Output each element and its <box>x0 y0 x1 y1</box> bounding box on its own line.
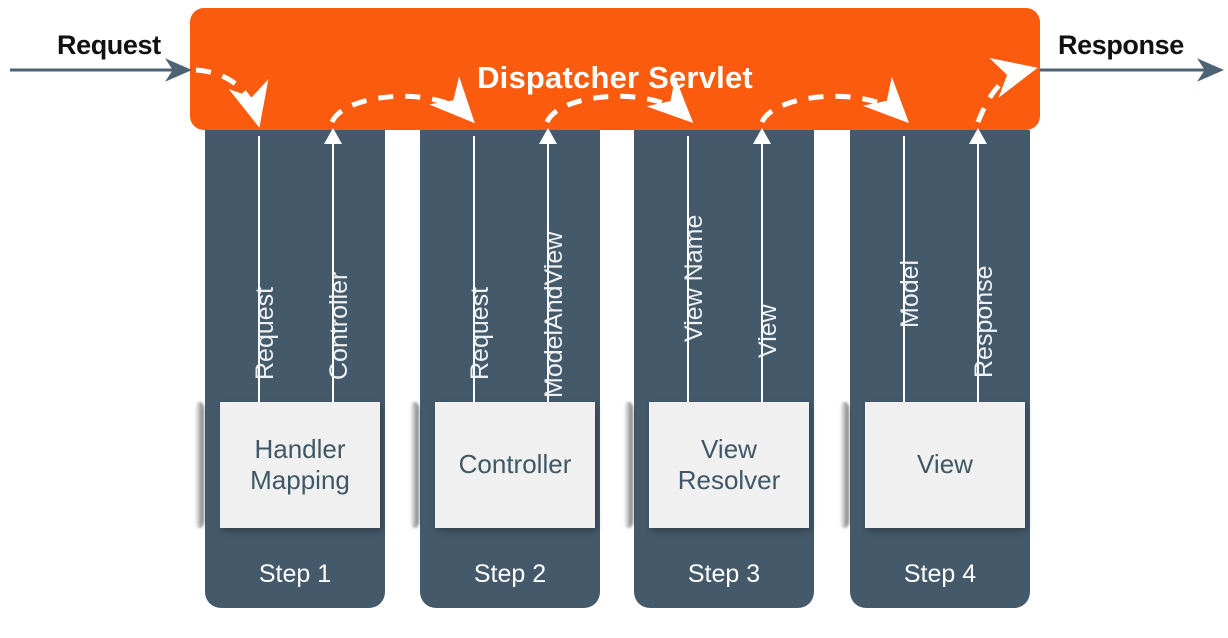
step-column-4: Model Response View Step 4 <box>840 128 1030 608</box>
component-box-line-1: Controller <box>458 449 572 480</box>
step-column-2: Request ModelAndView Controller Step 2 <box>410 128 600 608</box>
component-box-view: View <box>865 402 1025 528</box>
component-box-controller: Controller <box>435 402 595 528</box>
arrow-up-icon <box>539 128 557 404</box>
arrow-up-icon <box>324 128 342 404</box>
outbound-flow-label-1: Controller <box>325 271 353 380</box>
outbound-flow-label-2: ModelAndView <box>540 231 568 398</box>
inbound-flow-label-2: Request <box>466 286 494 380</box>
inbound-flow-label-3: View Name <box>680 214 708 342</box>
box-shadow-stripe <box>410 402 419 528</box>
box-shadow-stripe <box>624 402 633 528</box>
inbound-flow-label-4: Model <box>896 259 924 328</box>
step-column-1: Request Controller Handler Mapping Step … <box>195 128 385 608</box>
dispatcher-servlet-bar: Dispatcher Servlet <box>190 8 1040 130</box>
arrow-up-icon <box>969 128 987 404</box>
dispatcher-servlet-title: Dispatcher Servlet <box>477 60 753 95</box>
box-shadow-stripe <box>840 402 849 528</box>
component-box-line-1: View <box>917 449 973 480</box>
step-caption-1: Step 1 <box>258 560 332 588</box>
component-box-view-resolver: View Resolver <box>649 402 809 528</box>
response-label: Response <box>1058 30 1184 60</box>
step-caption-3: Step 3 <box>687 560 761 588</box>
component-box-line-1: View <box>701 433 757 464</box>
component-box-handler-mapping: Handler Mapping <box>220 402 380 528</box>
component-box-line-1: Handler <box>254 433 346 464</box>
request-label: Request <box>57 30 161 60</box>
arrow-up-icon <box>753 128 771 404</box>
box-shadow-stripe <box>195 402 204 528</box>
step-caption-4: Step 4 <box>903 560 977 588</box>
inbound-flow-label-1: Request <box>251 286 279 380</box>
outbound-flow-label-4: Response <box>970 265 998 378</box>
component-box-line-2: Mapping <box>250 465 350 495</box>
step-column-3: View Name View View Resolver Step 3 <box>624 128 814 608</box>
component-box-line-2: Resolver <box>677 465 781 495</box>
step-caption-2: Step 2 <box>473 560 547 588</box>
outbound-flow-label-3: View <box>754 304 782 358</box>
